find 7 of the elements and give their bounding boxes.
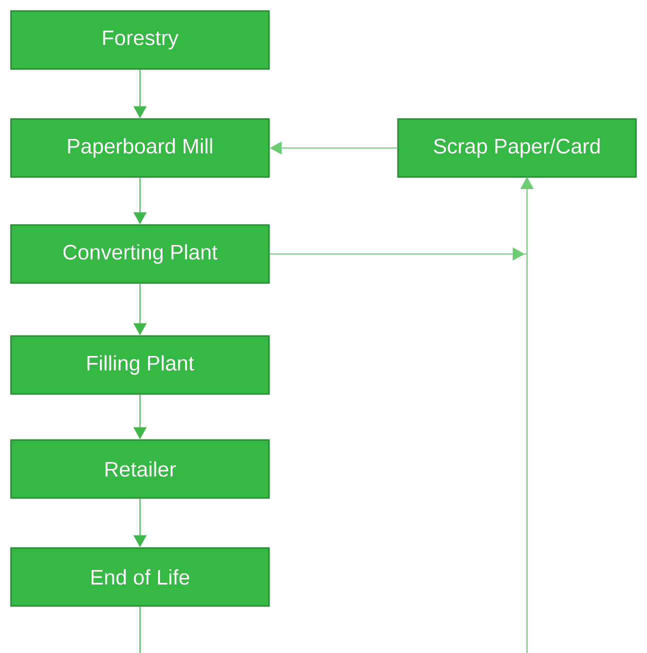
process-box: Paperboard Mill (10, 118, 270, 178)
process-box: Filling Plant (10, 335, 270, 395)
process-box: End of Life (10, 547, 270, 607)
process-box: Converting Plant (10, 224, 270, 284)
process-box: Retailer (10, 439, 270, 499)
process-box: Forestry (10, 10, 270, 70)
process-box: Scrap Paper/Card (397, 118, 637, 178)
